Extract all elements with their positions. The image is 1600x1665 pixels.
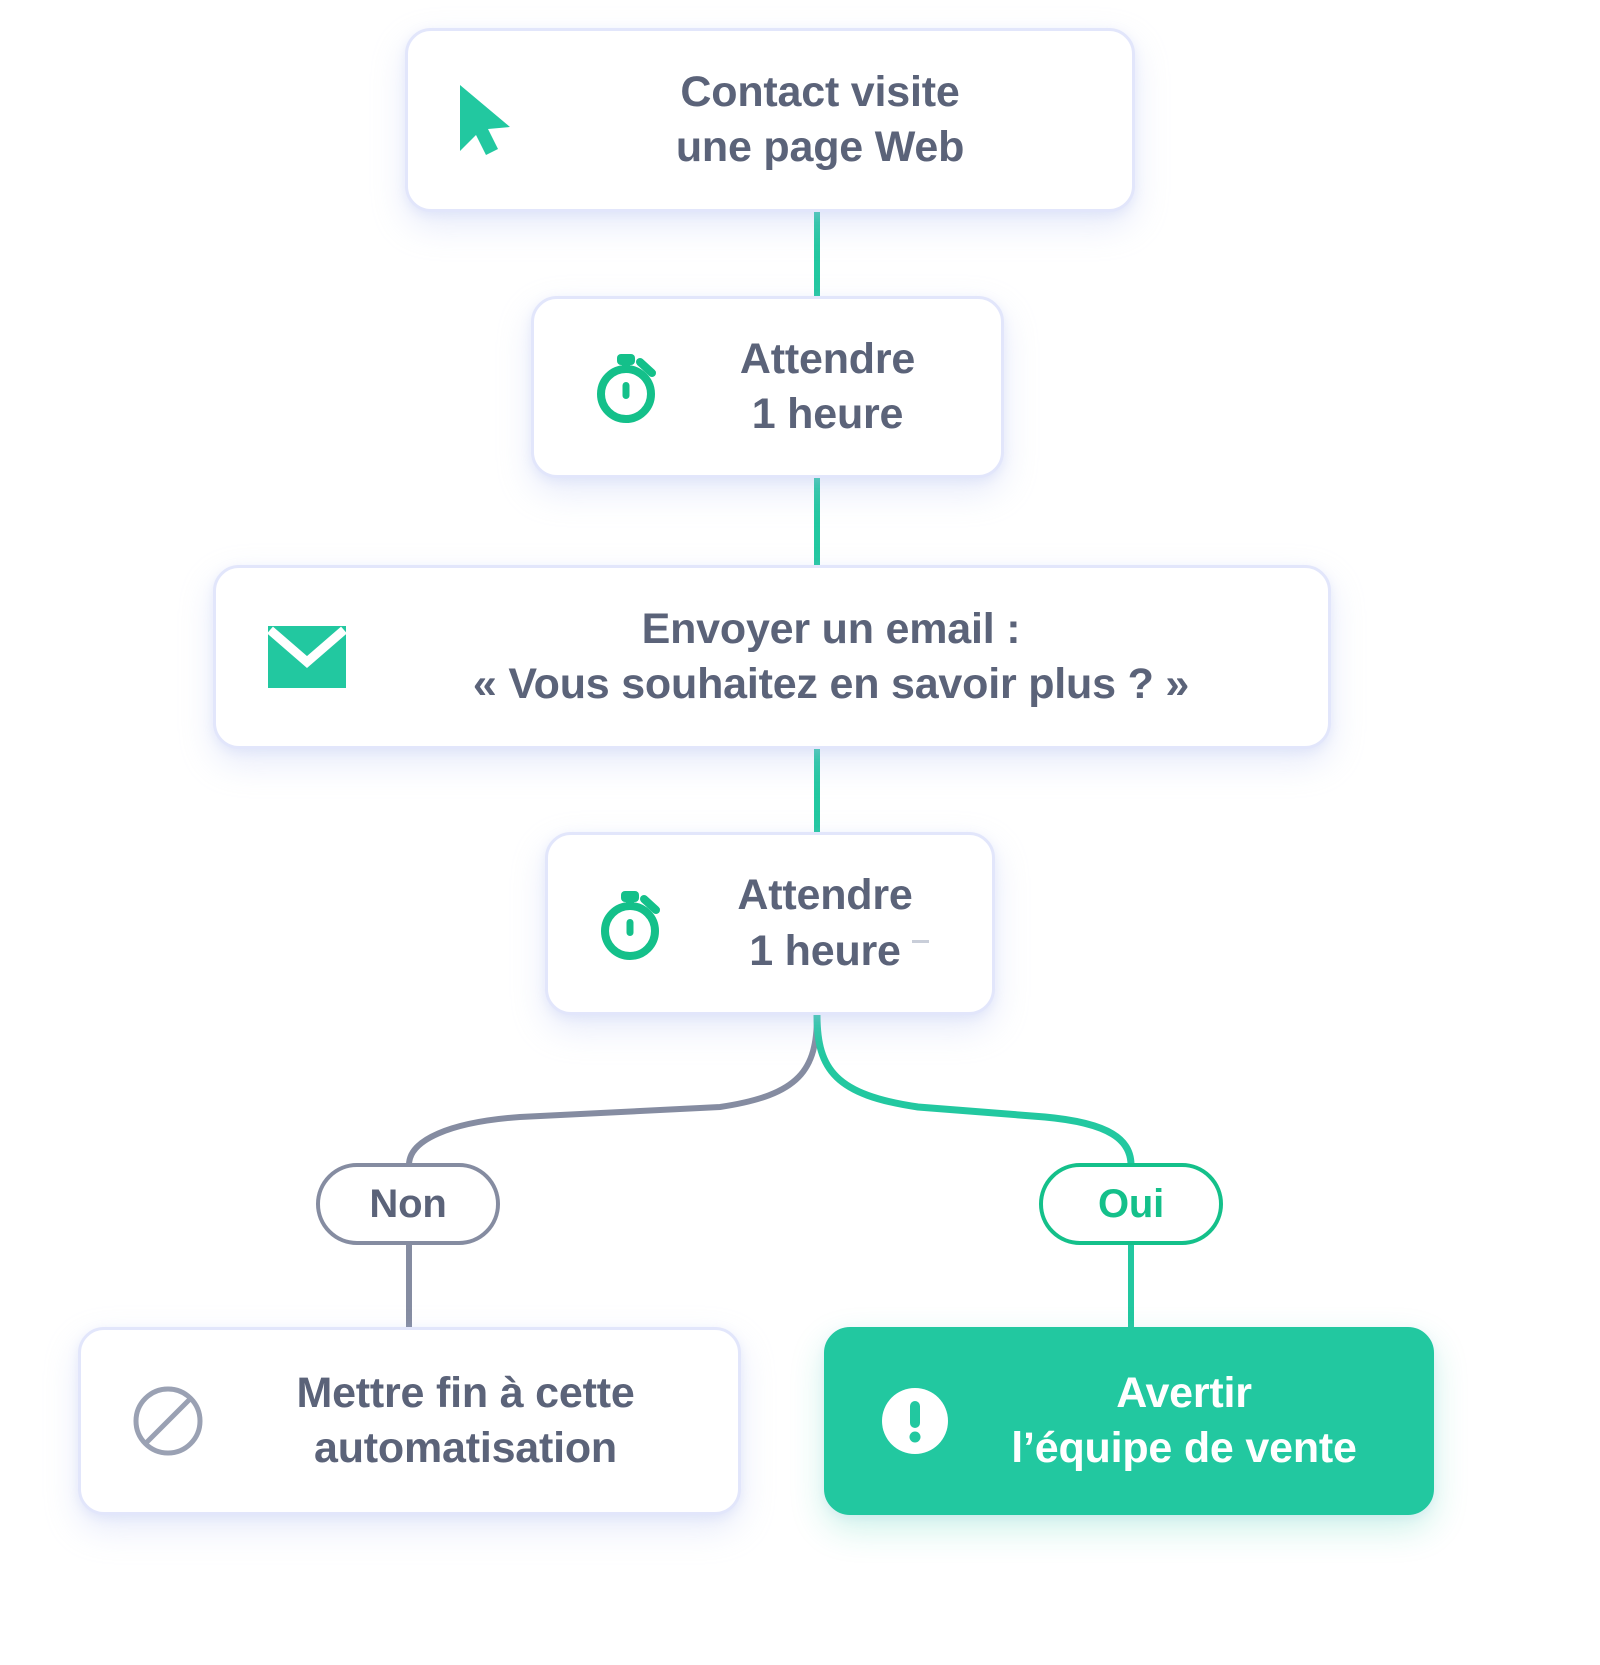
node-send-email[interactable]: Envoyer un email : « Vous souhaitez en s… xyxy=(213,565,1331,749)
envelope-icon xyxy=(266,624,348,690)
node-alert-sales-team[interactable]: Avertir l’équipe de vente xyxy=(824,1327,1434,1515)
node-end-automation[interactable]: Mettre fin à cette automatisation xyxy=(78,1327,741,1515)
stopwatch-icon xyxy=(596,883,672,965)
node-alert-sales-team-label: Avertir l’équipe de vente xyxy=(1011,1368,1357,1472)
node-wait-one-hour-first[interactable]: Attendre 1 heure xyxy=(531,296,1004,478)
exclamation-circle-icon xyxy=(879,1385,951,1457)
cursor-arrow-icon xyxy=(452,81,522,159)
branch-pill-oui-label: Oui xyxy=(1097,1181,1165,1226)
node-trigger-page-visit[interactable]: Contact visite une page Web xyxy=(405,28,1135,212)
node-trigger-label: Contact visite une page Web xyxy=(675,67,965,171)
connector-wait2-to-non xyxy=(406,1014,820,1166)
node-send-email-label: Envoyer un email : « Vous souhaitez en s… xyxy=(472,604,1190,708)
node-wait-two-label: Attendre 1 heure xyxy=(737,871,913,975)
node-wait-one-hour-second[interactable]: Attendre 1 heure xyxy=(545,832,995,1015)
branch-pill-oui[interactable]: Oui xyxy=(1039,1163,1223,1245)
decorative-dash xyxy=(912,940,929,943)
branch-pill-non[interactable]: Non xyxy=(316,1163,500,1245)
branch-pill-non-label: Non xyxy=(369,1181,447,1226)
connector-wait2-to-oui xyxy=(813,1014,1135,1166)
node-wait-one-label: Attendre 1 heure xyxy=(739,334,916,438)
stopwatch-icon xyxy=(592,346,668,428)
node-end-automation-label: Mettre fin à cette automatisation xyxy=(296,1368,635,1472)
prohibited-icon xyxy=(129,1382,207,1460)
